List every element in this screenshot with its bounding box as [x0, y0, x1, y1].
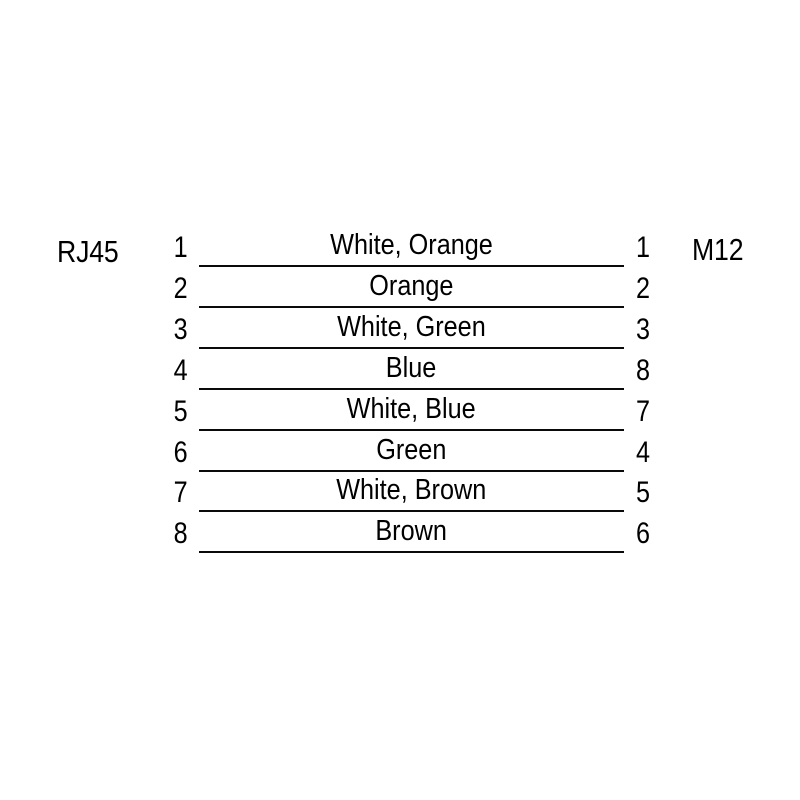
- right-connector-label: M12: [692, 232, 744, 267]
- left-pin-number: 3: [173, 312, 188, 346]
- wire-color-label-text: Orange: [369, 269, 454, 302]
- wire-color-label: Orange: [199, 269, 624, 302]
- wire-line: [199, 346, 624, 349]
- wire-color-label: Green: [199, 433, 624, 466]
- wire-color-label: White, Blue: [199, 392, 624, 425]
- left-pin-number: 4: [173, 353, 188, 387]
- wire-color-label-text: White, Brown: [336, 474, 487, 507]
- right-pin-number: 3: [636, 312, 651, 346]
- wire-color-label-text: White, Blue: [346, 392, 477, 425]
- wire-color-label: White, Orange: [199, 231, 624, 260]
- left-pin-number: 2: [173, 271, 188, 305]
- wire-color-label: White, Brown: [199, 476, 624, 505]
- wire-color-label-text: Brown: [375, 515, 448, 548]
- wire-line: [199, 428, 624, 431]
- right-pin-number: 8: [636, 353, 651, 387]
- left-pin-number: 7: [173, 476, 188, 510]
- wire-line: [199, 551, 624, 554]
- right-pin-number: 2: [636, 271, 651, 305]
- wire-color-label-text: Green: [376, 433, 447, 466]
- wire-line: [199, 469, 624, 472]
- wire-color-label: Blue: [199, 351, 624, 384]
- left-pin-number: 1: [173, 231, 188, 264]
- wire-color-label-text: White, Green: [337, 310, 486, 343]
- right-pin-number: 7: [636, 394, 651, 428]
- wire-color-label: Brown: [199, 517, 624, 546]
- wire-line: [199, 265, 624, 267]
- wire-line: [199, 305, 624, 308]
- right-pin-number: 1: [636, 231, 651, 264]
- wire-line: [199, 510, 624, 513]
- left-pin-number: 6: [173, 435, 188, 469]
- left-pin-number: 5: [173, 394, 188, 428]
- right-pin-number: 5: [636, 476, 651, 510]
- wire-color-label: White, Green: [199, 310, 624, 343]
- right-pin-number: 6: [636, 517, 651, 551]
- wire-line: [199, 387, 624, 390]
- wire-color-label-text: Blue: [386, 351, 437, 384]
- left-connector-label: RJ45: [57, 234, 119, 269]
- wire-color-label-text: White, Orange: [330, 229, 493, 261]
- left-pin-number: 8: [173, 517, 188, 551]
- right-pin-number: 4: [636, 435, 651, 469]
